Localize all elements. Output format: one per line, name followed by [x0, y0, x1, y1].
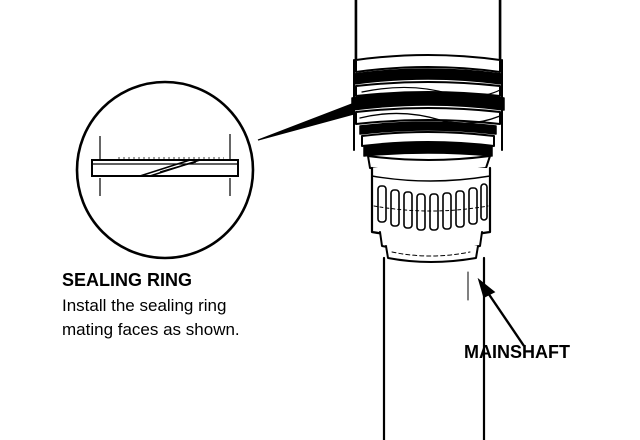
mainshaft-pointer-arrow: [477, 277, 525, 347]
top-collar: [355, 54, 501, 73]
sealing-ring-bands: [351, 59, 505, 157]
splined-section: [370, 166, 492, 239]
mainshaft-label: MAINSHAFT: [464, 342, 570, 362]
sealing-ring-instruction-line-1: Install the sealing ring: [62, 296, 227, 315]
sealing-ring-instruction-line-2: mating faces as shown.: [62, 320, 240, 339]
detail-magnifier: [75, 80, 255, 260]
sealing-ring-section-icon: [91, 159, 239, 177]
sealing-ring-title: SEALING RING: [62, 270, 193, 290]
callout-leader-wedge: [257, 103, 355, 141]
mainshaft-illustration: [351, 0, 505, 440]
